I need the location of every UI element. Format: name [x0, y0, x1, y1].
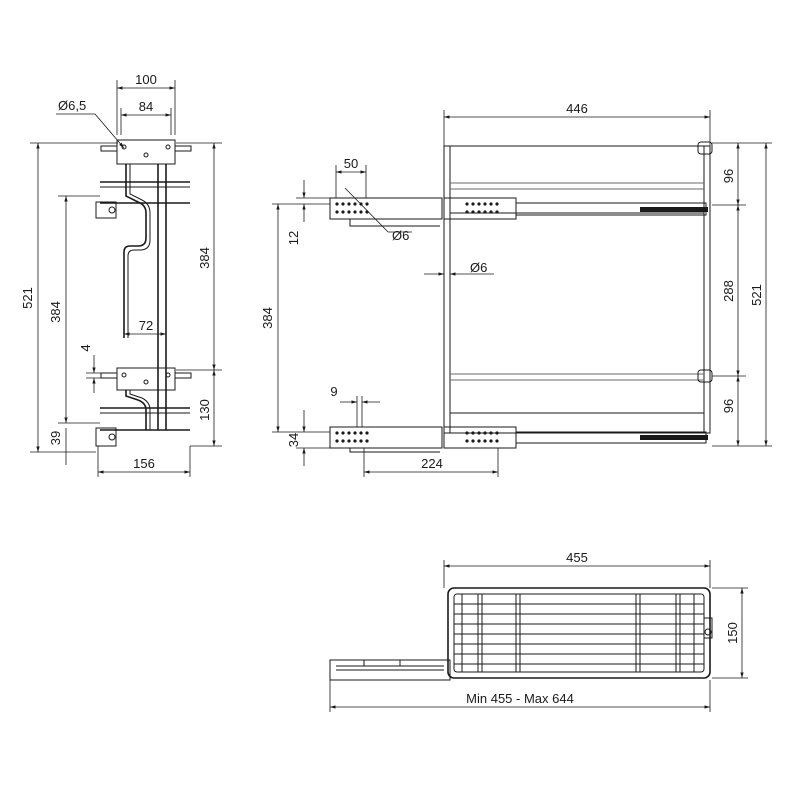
dim-label-96-top: 96 — [721, 169, 736, 183]
hole-leader-left: Ø6 — [344, 187, 412, 243]
dim-label-384-right: 384 — [197, 247, 212, 269]
dim-label-4: 4 — [78, 344, 93, 351]
dim-label-extension: Min 455 - Max 644 — [466, 691, 574, 706]
dim-label-96-bottom: 96 — [721, 399, 736, 413]
dim-top-offset: 12 — [286, 180, 330, 245]
dim-label-12: 12 — [286, 231, 301, 245]
lower-slide — [443, 426, 517, 449]
hook-left — [100, 145, 118, 152]
hole-leader-center: Ø6 — [424, 260, 494, 276]
basket-clip-screw — [704, 628, 712, 636]
lower-hole-pattern — [335, 431, 499, 443]
dim-bracket-width: 50 — [335, 156, 367, 198]
basket-clip — [703, 617, 713, 639]
dim-lower-basket: 130 — [190, 370, 222, 447]
dim-label-50: 50 — [344, 156, 358, 171]
dim-label-150: 150 — [725, 622, 740, 644]
dim-label-156: 156 — [133, 456, 155, 471]
dim-label-224: 224 — [421, 456, 443, 471]
upper-mount-rail — [329, 197, 443, 220]
dim-depth: 446 — [443, 101, 711, 146]
dim-basket-width: 150 — [712, 587, 748, 679]
hole-leader: Ø6,5 — [56, 98, 125, 149]
basket-inner — [453, 593, 705, 673]
mount-hole — [121, 144, 127, 150]
side-view: 446 — [260, 101, 772, 477]
hook-right — [174, 145, 192, 152]
dim-total-height: 521 — [20, 142, 118, 453]
dim-label-455: 455 — [566, 550, 588, 565]
dim-side-rail-spacing: 384 — [260, 203, 330, 433]
mount-hole — [121, 372, 127, 378]
dim-label-hole-center: Ø6 — [470, 260, 487, 275]
dim-label-130: 130 — [197, 399, 212, 421]
dim-side-bottom-offset: 34 — [286, 410, 330, 466]
bracket-screw — [108, 206, 116, 214]
dim-label-384-side: 384 — [260, 307, 275, 329]
dim-label-9: 9 — [330, 384, 337, 399]
dim-label-521: 521 — [20, 287, 35, 309]
dim-small-gap: 4 — [78, 344, 116, 393]
upper-hole-pattern — [335, 202, 499, 214]
dim-label-84: 84 — [139, 99, 153, 114]
mount-hole — [165, 144, 171, 150]
mount-hole — [143, 379, 149, 385]
lower-mount-rail — [329, 426, 443, 449]
dim-label-34: 34 — [286, 433, 301, 447]
upper-slide — [443, 197, 517, 220]
dim-label-384-left: 384 — [48, 301, 63, 323]
dim-label-39: 39 — [48, 431, 63, 445]
dim-label-446: 446 — [566, 101, 588, 116]
dim-rail-length: 224 — [363, 448, 499, 477]
upper-mount-plate — [116, 139, 176, 165]
top-hook — [697, 141, 713, 155]
basket-wires — [454, 594, 704, 672]
basket-outline — [447, 587, 711, 679]
upper-slide-bracket — [95, 201, 117, 219]
hook-left — [100, 372, 118, 379]
dim-hole-spacing: 9 — [330, 384, 380, 427]
dim-rail-spacing: 384 — [48, 195, 100, 424]
top-view: 455 — [329, 550, 748, 712]
hook-right — [174, 372, 192, 379]
dim-label-100: 100 — [135, 72, 157, 87]
dim-right-height: 384 — [176, 142, 222, 371]
lower-slide-bracket — [95, 427, 117, 447]
dim-label-288: 288 — [721, 280, 736, 302]
lower-mount-plate — [116, 367, 176, 391]
dim-inner-width: 72 — [124, 318, 166, 336]
front-view: 100 84 Ø6,5 — [20, 72, 222, 477]
dim-basket-length: 455 — [443, 550, 711, 588]
mount-hole — [143, 152, 149, 158]
dim-width-top-inner: 84 — [120, 99, 172, 135]
side-frame — [443, 145, 711, 434]
dim-base-width: 156 — [97, 446, 191, 477]
lower-runner-bar — [640, 435, 708, 440]
dim-label-521-side: 521 — [749, 284, 764, 306]
mount-hole — [165, 372, 171, 378]
dim-extension-range: Min 455 - Max 644 — [329, 680, 711, 712]
dim-bottom-offset: 39 — [48, 428, 67, 465]
dim-label-hole: Ø6,5 — [58, 98, 86, 113]
upper-runner-bar — [640, 207, 708, 212]
dim-width-top-outer: 100 — [116, 72, 176, 135]
dim-right-stack: 96 288 96 521 — [712, 142, 772, 447]
dim-label-72: 72 — [139, 318, 153, 333]
bracket-screw — [108, 433, 116, 441]
dim-label-hole-left: Ø6 — [392, 228, 409, 243]
extension-slide — [329, 659, 451, 681]
